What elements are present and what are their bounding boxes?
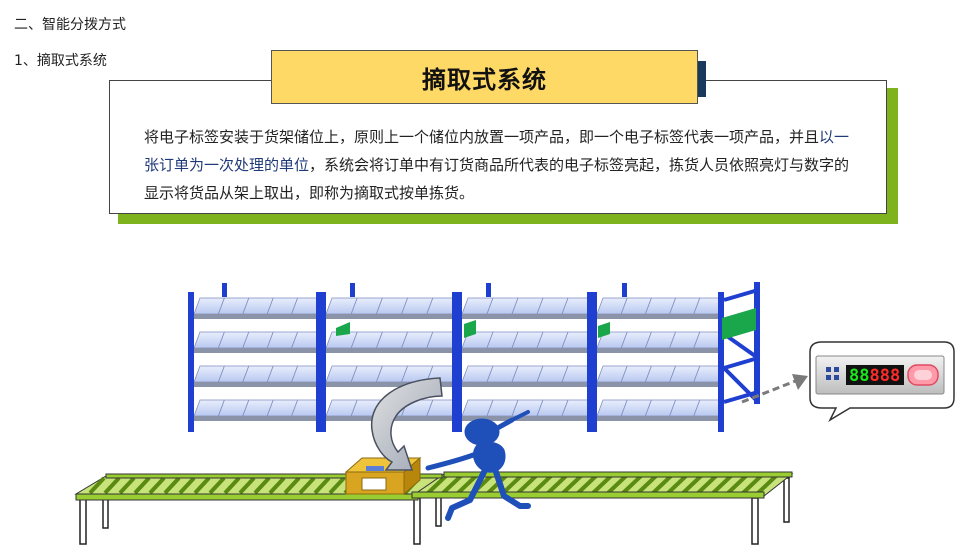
conveyor-roller bbox=[193, 476, 211, 495]
card-title: 摘取式系统 bbox=[422, 65, 547, 94]
description-text: 将电子标签安装于货架储位上，原则上一个储位内放置一项产品，即一个电子标签代表一项… bbox=[144, 123, 858, 207]
conveyor-roller bbox=[756, 474, 778, 495]
conveyor-roller bbox=[298, 476, 316, 495]
description-card: 将电子标签安装于货架储位上，原则上一个储位内放置一项产品，即一个电子标签代表一项… bbox=[109, 80, 887, 214]
conveyor-roller bbox=[163, 476, 181, 495]
conveyor-roller bbox=[696, 474, 718, 495]
conveyor-roller bbox=[283, 476, 301, 495]
conveyor-roller bbox=[531, 474, 553, 495]
conveyor-roller bbox=[208, 476, 226, 495]
green-shelf-labels bbox=[336, 308, 756, 340]
conveyor-roller bbox=[606, 474, 628, 495]
conveyor-roller bbox=[441, 474, 463, 495]
display-digits-green: 88 bbox=[849, 366, 869, 386]
conveyor-roller bbox=[651, 474, 673, 495]
conveyor-roller bbox=[456, 474, 478, 495]
conveyor-roller bbox=[561, 474, 583, 495]
electronic-label-callout: 88888 bbox=[809, 341, 955, 422]
storage-rack bbox=[188, 282, 760, 432]
conveyor-roller bbox=[501, 474, 523, 495]
keypad-icon bbox=[826, 367, 839, 380]
conveyor-roller bbox=[103, 476, 121, 495]
title-tab: 摘取式系统 bbox=[271, 50, 698, 104]
conveyor-roller bbox=[486, 474, 508, 495]
conveyor-roller bbox=[133, 476, 151, 495]
roller-conveyor bbox=[74, 471, 794, 545]
conveyor-roller bbox=[328, 476, 346, 495]
section-heading: 二、智能分拨方式 bbox=[14, 17, 126, 33]
conveyor-roller bbox=[621, 474, 643, 495]
conveyor-roller bbox=[576, 474, 598, 495]
picker-figure-icon bbox=[425, 410, 531, 521]
rack-uprights bbox=[188, 282, 760, 432]
conveyor-roller bbox=[711, 474, 733, 495]
description-text-part1: 将电子标签安装于货架储位上，原则上一个储位内放置一项产品，即一个电子标签代表一项… bbox=[144, 128, 820, 146]
conveyor-roller bbox=[426, 474, 448, 495]
conveyor-roller bbox=[726, 474, 748, 495]
conveyor-roller bbox=[741, 474, 763, 495]
conveyor-roller bbox=[546, 474, 568, 495]
conveyor-roller bbox=[88, 476, 106, 495]
conveyor-roller bbox=[313, 476, 331, 495]
conveyor-roller bbox=[681, 474, 703, 495]
conveyor-roller bbox=[223, 476, 241, 495]
subsection-heading: 1、摘取式系统 bbox=[14, 53, 107, 69]
display-digits: 88888 bbox=[849, 366, 900, 386]
description-text-highlight: 以一张订单为一次处理的单位 bbox=[144, 128, 850, 174]
conveyor-roller bbox=[636, 474, 658, 495]
conveyor-roller bbox=[178, 476, 196, 495]
conveyor-roller bbox=[268, 476, 286, 495]
conveyor-roller bbox=[118, 476, 136, 495]
dashed-arrow bbox=[741, 374, 808, 404]
conveyor-roller bbox=[666, 474, 688, 495]
conveyor-roller bbox=[516, 474, 538, 495]
conveyor-rollers bbox=[88, 474, 778, 495]
display-digits-red: 888 bbox=[869, 366, 900, 386]
conveyor-roller bbox=[253, 476, 271, 495]
rack-side-braces bbox=[722, 288, 760, 404]
conveyor-roller bbox=[148, 476, 166, 495]
conveyor-roller bbox=[238, 476, 256, 495]
description-text-part2: ，系统会将订单中有订货商品所代表的电子标签亮起，拣货人员依照亮灯与数字的显示将货… bbox=[144, 156, 850, 202]
pick-arrow bbox=[370, 377, 443, 471]
conveyor-roller bbox=[591, 474, 613, 495]
